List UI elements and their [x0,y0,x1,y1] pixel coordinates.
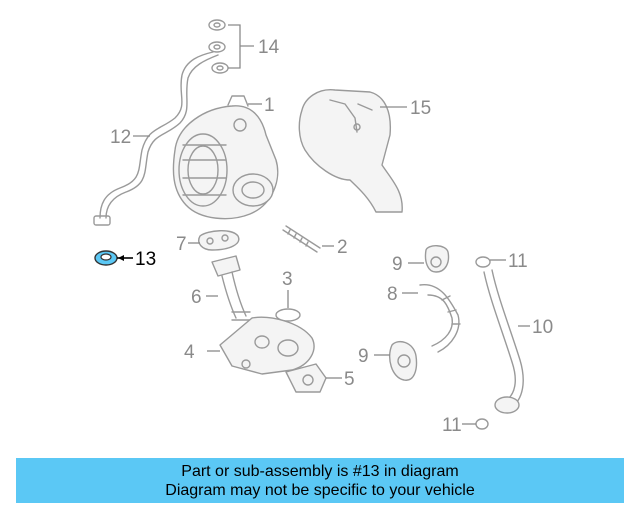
part-11-oring-lower [462,418,489,430]
callout-8: 8 [387,284,398,305]
part-8-egr-pipe [402,284,461,353]
callout-14: 14 [258,37,280,58]
banner-line-1: Part or sub-assembly is #13 in diagram [181,463,459,480]
callout-12: 12 [110,127,131,148]
part-3-oring [275,290,301,322]
banner-line-2: Diagram may not be specific to your vehi… [165,482,475,499]
part-4-housing [207,316,315,375]
part-12-oil-line [93,51,219,226]
part-1-turbocharger [172,95,279,220]
part-15-heat-shield [298,89,407,213]
callout-4: 4 [184,342,195,363]
callout-11-upper: 11 [508,251,528,272]
part-13-washer [94,250,133,266]
callout-10: 10 [532,317,553,338]
callout-9-upper: 9 [392,254,403,275]
part-7-gasket [188,230,240,251]
part-9-gasket-lower [374,341,418,381]
callout-7: 7 [176,234,187,255]
part-5-gasket [285,363,342,393]
part-2-stud [282,225,334,253]
part-9-gasket-upper [408,245,450,273]
part-14-washers [208,19,254,74]
callout-11-lower: 11 [442,415,462,436]
callout-5: 5 [344,369,355,390]
callout-15: 15 [410,98,431,119]
part-11-oring-upper [475,256,506,268]
callout-1: 1 [264,95,275,116]
part-6-pipe [206,255,251,321]
callout-9-lower: 9 [358,346,369,367]
callout-2: 2 [337,237,348,258]
callout-13: 13 [135,249,156,270]
callout-3: 3 [282,269,293,290]
part-10-pipe [483,269,530,414]
callout-6: 6 [191,287,202,308]
info-banner: Part or sub-assembly is #13 in diagram D… [16,458,624,503]
